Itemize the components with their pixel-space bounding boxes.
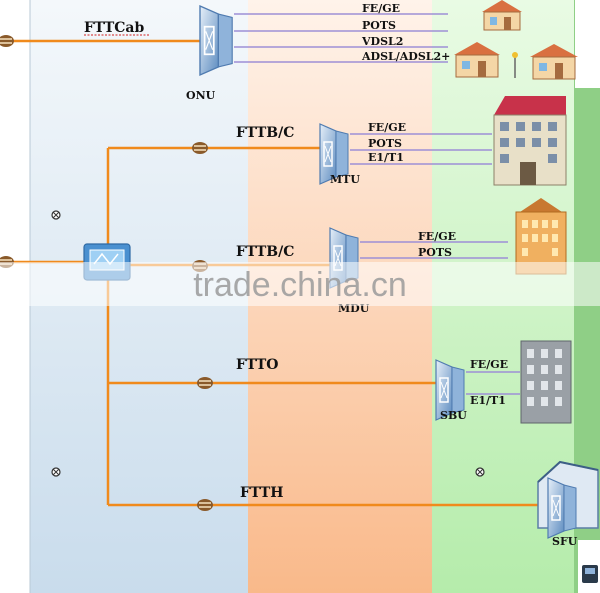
onu-device-icon	[199, 5, 234, 76]
onu-service-adsl: ADSL/ADSL2+	[361, 50, 450, 63]
house-icon	[530, 44, 578, 80]
sfu-device-icon	[547, 477, 577, 539]
sbu-service-lines	[466, 371, 520, 395]
onu-label: ONU	[186, 89, 216, 102]
apartment-building-icon	[493, 96, 567, 186]
marker-icon	[51, 210, 61, 220]
splice-icon	[196, 376, 214, 390]
office-building-icon	[520, 340, 572, 424]
watermark-text: trade.china.cn	[193, 266, 407, 304]
edge-cutout-top	[575, 0, 600, 88]
mtu-service-pots: POTS	[368, 137, 402, 150]
phone-icon	[582, 565, 598, 583]
sbu-service-e1t1: E1/T1	[470, 394, 506, 407]
splice-icon	[191, 141, 209, 155]
mdu-service-lines	[360, 241, 508, 259]
mtu-label: MTU	[330, 173, 360, 186]
fttb2-label: FTTB/C	[236, 244, 294, 260]
house-icon	[454, 42, 500, 78]
fttcab-label: FTTCab	[84, 20, 144, 36]
marker-icon	[475, 467, 485, 477]
mtu-service-e1t1: E1/T1	[368, 151, 404, 164]
mdu-service-fege: FE/GE	[418, 230, 456, 243]
watermark-band	[0, 262, 600, 306]
splice-icon	[196, 498, 214, 512]
sbu-label: SBU	[440, 409, 467, 422]
house-icon	[482, 0, 522, 31]
mtu-service-fege: FE/GE	[368, 121, 406, 134]
onu-service-vdsl2: VDSL2	[361, 35, 403, 48]
lamp-icon	[512, 52, 518, 78]
mdu-service-pots: POTS	[418, 246, 452, 259]
mtu-service-lines	[350, 133, 492, 165]
onu-service-lines	[234, 13, 448, 63]
fttb1-label: FTTB/C	[236, 125, 294, 141]
marker-icon	[51, 467, 61, 477]
sfu-label: SFU	[552, 535, 578, 548]
onu-service-pots: POTS	[362, 19, 396, 32]
ftth-label: FTTH	[240, 485, 284, 501]
onu-service-fege: FE/GE	[362, 2, 400, 15]
sbu-service-fege: FE/GE	[470, 358, 508, 371]
ftto-label: FTTO	[236, 357, 278, 373]
